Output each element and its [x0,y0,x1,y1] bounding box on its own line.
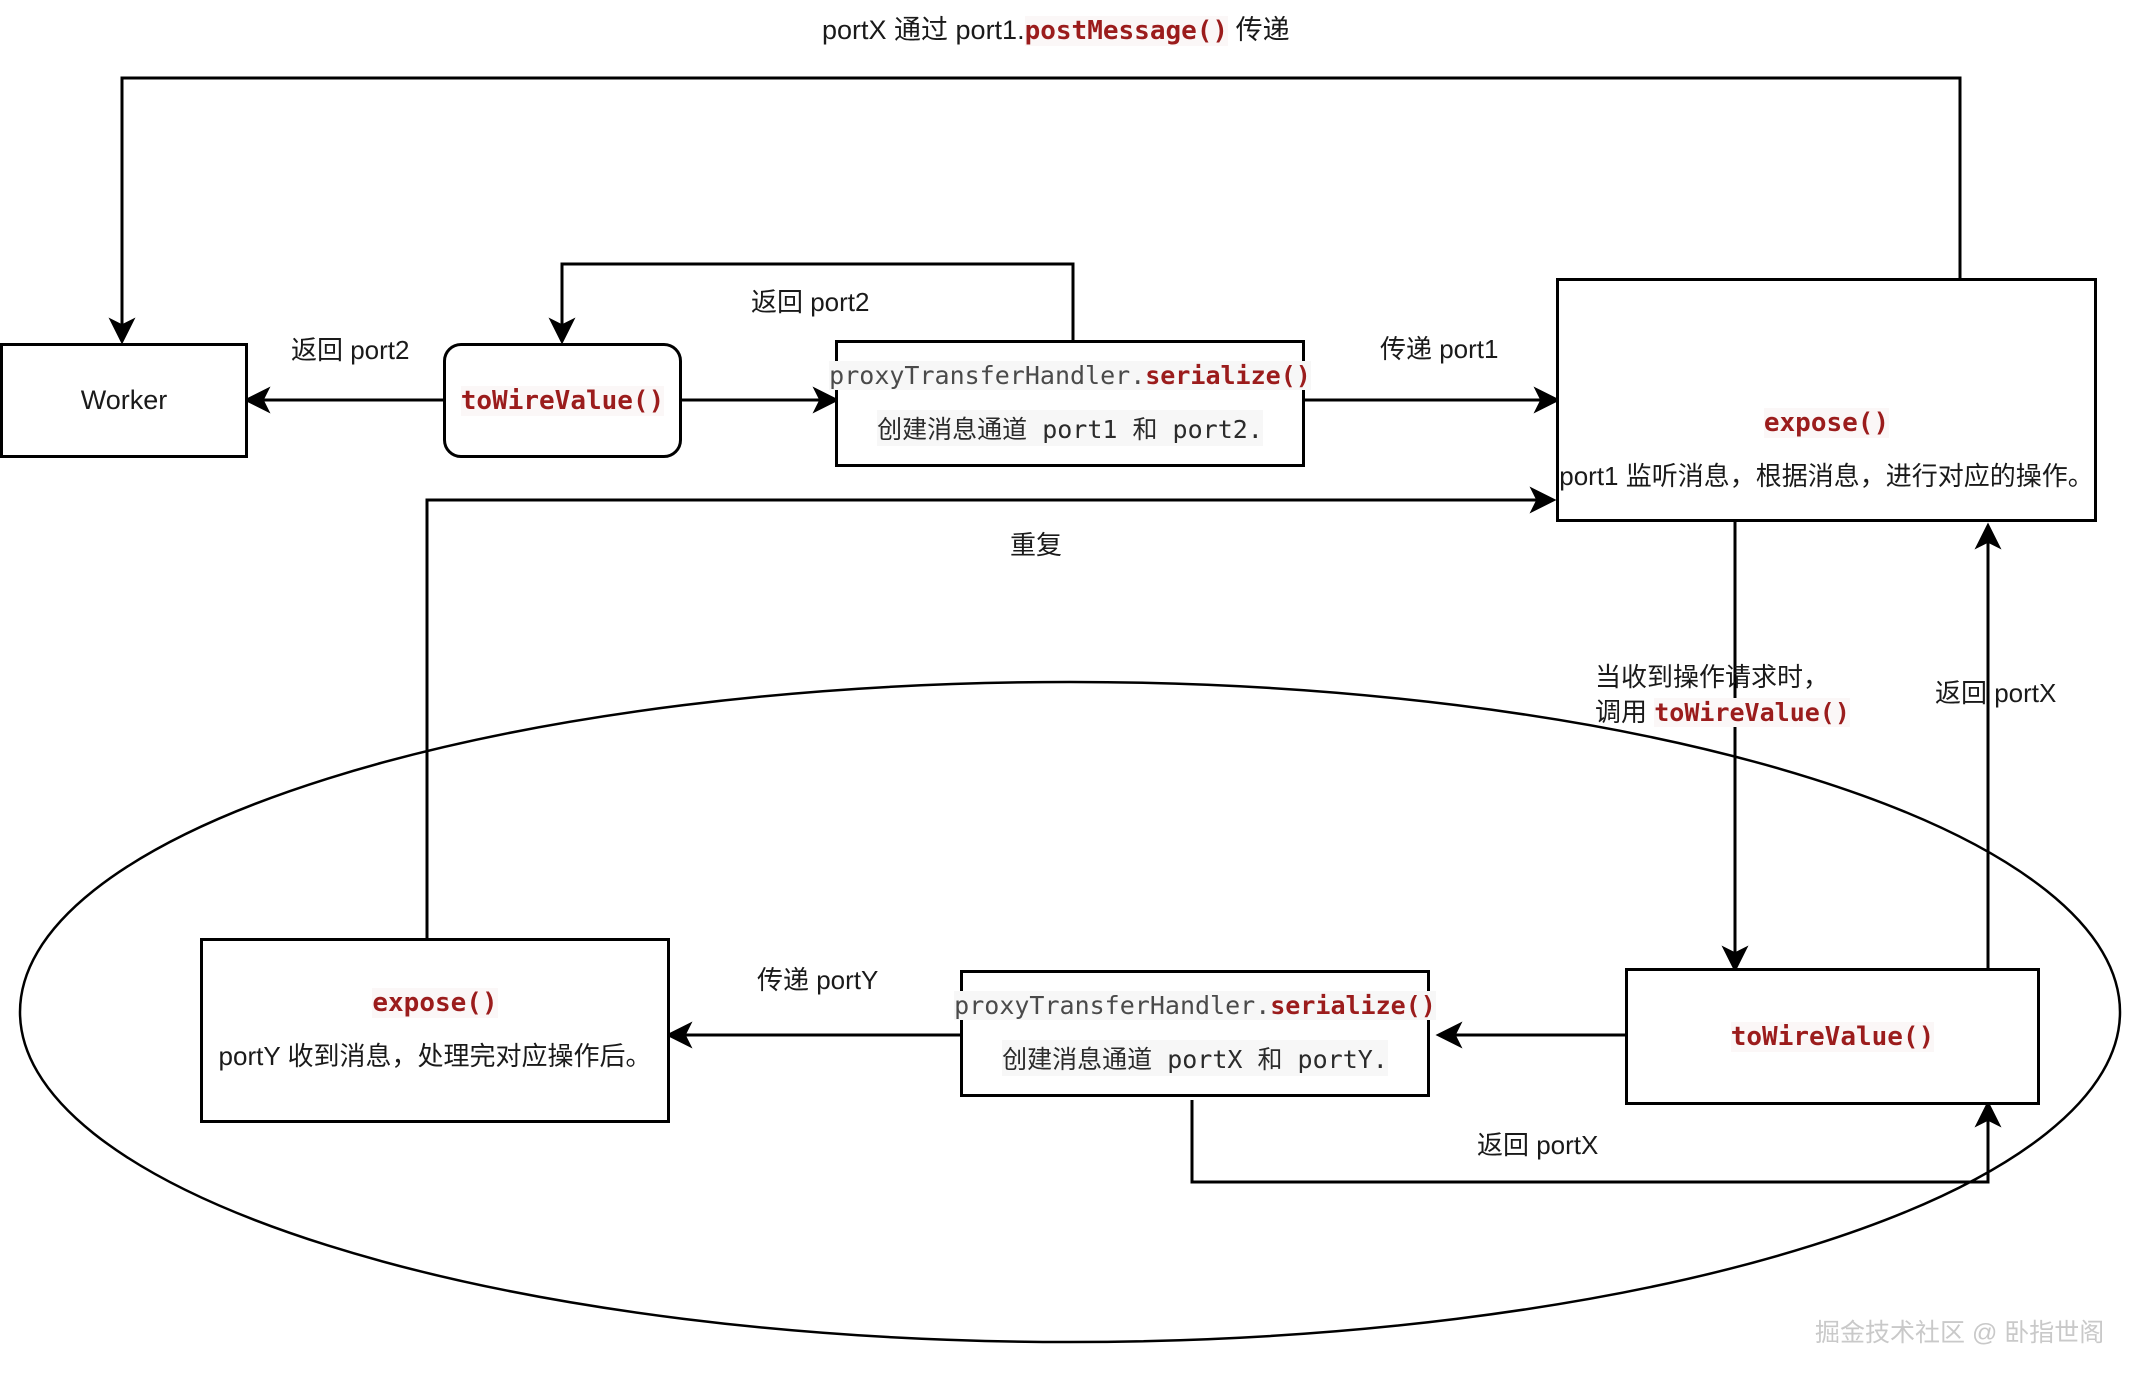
title-suffix: 传递 [1228,15,1290,45]
node-worker-label: Worker [80,385,168,415]
label-repeat: 重复 [1010,530,1063,560]
label-on-request: 当收到操作请求时， 调用 toWireValue() [1595,660,1850,730]
node-proxy-serialize-bottom[interactable]: proxyTransferHandler.serialize() 创建消息通道 … [954,970,1436,1097]
node-expose-top-code: expose() [1763,408,1890,438]
node-proxy-serialize-top-code: proxyTransferHandler.serialize() [829,361,1311,390]
node-proxy-serialize-bottom-code: proxyTransferHandler.serialize() [954,991,1436,1020]
node-expose-bottom-code: expose() [372,988,498,1018]
node-expose-top[interactable]: expose() port1 监听消息，根据消息，进行对应的操作。 [1556,278,2097,522]
label-return-port2-left: 返回 port2 [291,335,410,365]
label-return-portx-right: 返回 portX [1935,678,2057,708]
node-expose-bottom-desc: portY 收到消息，处理完对应操作后。 [218,1041,652,1071]
label-on-request-code: toWireValue() [1654,698,1850,728]
node-expose-bottom[interactable]: expose() portY 收到消息，处理完对应操作后。 [200,938,670,1123]
label-return-port2-mid: 返回 port2 [751,287,870,317]
node-towirevalue-top-code: toWireValue() [460,385,665,416]
edge-portx-postmessage [108,76,1962,345]
grouping-ellipse [18,680,2122,1344]
label-on-request-line2: 调用 toWireValue() [1595,695,1850,730]
edge-return-port2-mid [548,262,1075,345]
label-pass-port1: 传递 port1 [1380,334,1499,364]
label-return-portx-bottom: 返回 portX [1477,1130,1599,1160]
node-expose-top-desc: port1 监听消息，根据消息，进行对应的操作。 [1559,461,2094,491]
node-proxy-serialize-bottom-desc: 创建消息通道 portX 和 portY. [1002,1040,1388,1076]
label-on-request-line1: 当收到操作请求时， [1595,662,1830,692]
node-towirevalue-bottom[interactable]: toWireValue() [1625,968,2040,1105]
edge-repeat [425,486,1557,938]
title-prefix: portX 通过 port1. [822,15,1025,45]
watermark: 掘金技术社区 @ 卧指世阁 [1815,1319,2105,1347]
label-on-request-call: 调用 [1595,697,1655,728]
title-portx-postmessage: portX 通过 port1.postMessage() 传递 [822,8,1290,47]
node-towirevalue-bottom-code: toWireValue() [1730,1021,1935,1052]
edge-return-portx-bottom [1190,1100,2002,1184]
node-worker[interactable]: Worker [0,343,248,458]
node-towirevalue-top[interactable]: toWireValue() [443,343,682,458]
node-proxy-serialize-top[interactable]: proxyTransferHandler.serialize() 创建消息通道 … [829,340,1311,467]
label-pass-porty: 传递 portY [757,965,879,995]
title-code: postMessage() [1024,16,1229,46]
node-proxy-serialize-top-desc: 创建消息通道 port1 和 port2. [877,410,1263,446]
